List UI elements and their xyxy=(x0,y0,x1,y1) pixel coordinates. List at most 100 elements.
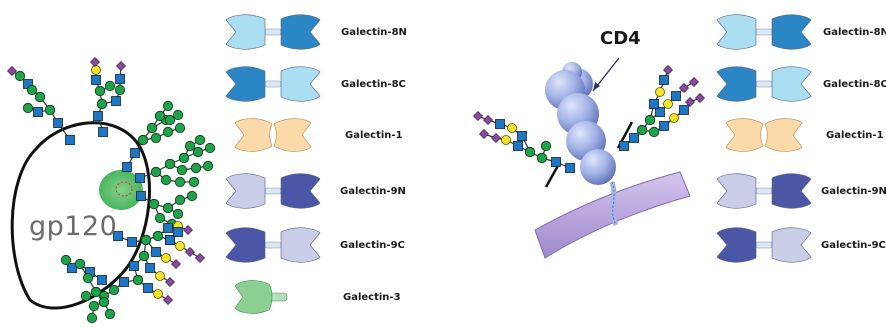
mannose-circle xyxy=(86,312,98,324)
galectin-3-icon xyxy=(234,280,288,314)
mannose-circle xyxy=(82,272,94,284)
glcnac-square xyxy=(671,91,681,101)
mannose-circle xyxy=(34,91,46,103)
mannose-circle xyxy=(154,110,166,122)
sialic-acid-diamond xyxy=(185,247,195,257)
legend-right-label-1: Galectin-8N xyxy=(823,27,886,38)
sialic-acid-diamond xyxy=(116,61,126,71)
cd4-binding-pocket xyxy=(115,181,133,197)
galactose-circle xyxy=(153,289,163,299)
sialic-acid-diamond xyxy=(479,129,489,139)
mannose-circle xyxy=(148,198,160,210)
glcnac-square xyxy=(495,119,505,129)
galectin-8c-icon xyxy=(716,66,812,102)
glcnac-square xyxy=(130,148,140,158)
mannose-circle xyxy=(90,286,102,298)
galectin-9n-icon xyxy=(716,173,812,209)
glcnac-square xyxy=(111,96,121,106)
legend-left-label-2: Galectin-8C xyxy=(341,79,406,90)
glcnac-square xyxy=(136,191,146,201)
glcnac-square xyxy=(163,223,173,233)
galectin-9c-icon xyxy=(716,227,812,263)
sialic-acid-diamond xyxy=(195,253,205,263)
glcnac-square xyxy=(165,235,175,245)
mannose-circle xyxy=(44,104,56,116)
glcnac-square xyxy=(659,75,669,85)
glcnac-square xyxy=(659,121,669,131)
galectin-8n-icon xyxy=(225,14,321,50)
mannose-circle xyxy=(96,98,108,110)
mannose-circle xyxy=(94,85,106,97)
glcnac-square xyxy=(679,105,689,115)
mannose-circle xyxy=(636,124,648,136)
sialic-acid-diamond xyxy=(90,57,100,67)
mannose-circle xyxy=(14,70,26,82)
legend-left-label-3: Galectin-1 xyxy=(345,130,403,141)
mannose-circle xyxy=(192,146,204,158)
mannose-circle xyxy=(154,212,166,224)
glcnac-square xyxy=(93,111,103,121)
legend-left-label-4: Galectin-9N xyxy=(340,186,406,197)
galectin-9c-icon xyxy=(225,227,321,263)
glcnac-square xyxy=(119,277,129,287)
legend-right-label-5: Galectin-9C xyxy=(821,240,886,251)
mannose-circle xyxy=(190,162,202,174)
legend-left xyxy=(225,14,321,314)
galactose-circle xyxy=(91,65,101,75)
sialic-acid-diamond xyxy=(689,77,699,87)
mannose-circle xyxy=(114,84,126,96)
legend-right-label-4: Galectin-9N xyxy=(821,186,886,197)
mannose-circle xyxy=(160,174,172,186)
mannose-circle xyxy=(172,109,184,121)
sialic-acid-diamond xyxy=(663,65,673,75)
glcnac-square xyxy=(67,263,77,273)
mannose-circle xyxy=(194,134,206,146)
mannose-circle xyxy=(26,84,38,96)
galactose-circle xyxy=(155,271,165,281)
mannose-circle xyxy=(88,300,100,312)
mannose-circle xyxy=(188,176,200,188)
mannose-circle xyxy=(164,114,176,126)
mannose-circle xyxy=(150,166,162,178)
mannose-circle xyxy=(164,158,176,170)
mannose-circle xyxy=(540,140,552,152)
glcnac-square xyxy=(143,283,153,293)
mannose-circle xyxy=(132,274,144,286)
glcnac-square xyxy=(115,74,125,84)
sialic-acid-diamond xyxy=(695,93,705,103)
legend-left-label-5: Galectin-9C xyxy=(340,240,405,251)
mannose-circle xyxy=(536,152,548,164)
gp120-binding-site xyxy=(99,170,143,210)
sialic-acid-diamond xyxy=(473,111,483,121)
glcnac-square xyxy=(565,163,575,173)
mannose-circle xyxy=(80,290,92,302)
sialic-acid-diamond xyxy=(171,259,181,269)
mannose-circle xyxy=(152,230,164,242)
mannose-circle xyxy=(176,164,188,176)
sialic-acid-diamond xyxy=(7,66,17,76)
glcnac-square xyxy=(33,107,43,117)
legend-left-label-1: Galectin-8N xyxy=(341,27,407,38)
legend-left-label-6: Galectin-3 xyxy=(343,292,401,303)
galectin-8c-icon xyxy=(225,66,321,102)
glcnac-square xyxy=(517,131,527,141)
galactose-circle xyxy=(669,113,679,123)
mannose-circle xyxy=(98,296,110,308)
mannose-circle xyxy=(174,122,186,134)
sialic-acid-diamond xyxy=(685,97,695,107)
glcnac-square xyxy=(173,227,183,237)
mannose-circle xyxy=(202,160,214,172)
gp120-label: gp120 xyxy=(29,211,118,242)
gp120-glycans xyxy=(7,57,216,324)
sialic-acid-diamond xyxy=(483,115,493,125)
glcnac-square xyxy=(127,237,137,247)
galactose-circle xyxy=(663,99,673,109)
mannose-circle xyxy=(524,146,536,158)
sialic-acid-diamond xyxy=(183,225,193,235)
glcnac-square xyxy=(98,127,108,137)
glcnac-square xyxy=(91,75,101,85)
glcnac-square xyxy=(113,231,123,241)
mannose-circle xyxy=(174,194,186,206)
mannose-circle xyxy=(108,284,120,296)
